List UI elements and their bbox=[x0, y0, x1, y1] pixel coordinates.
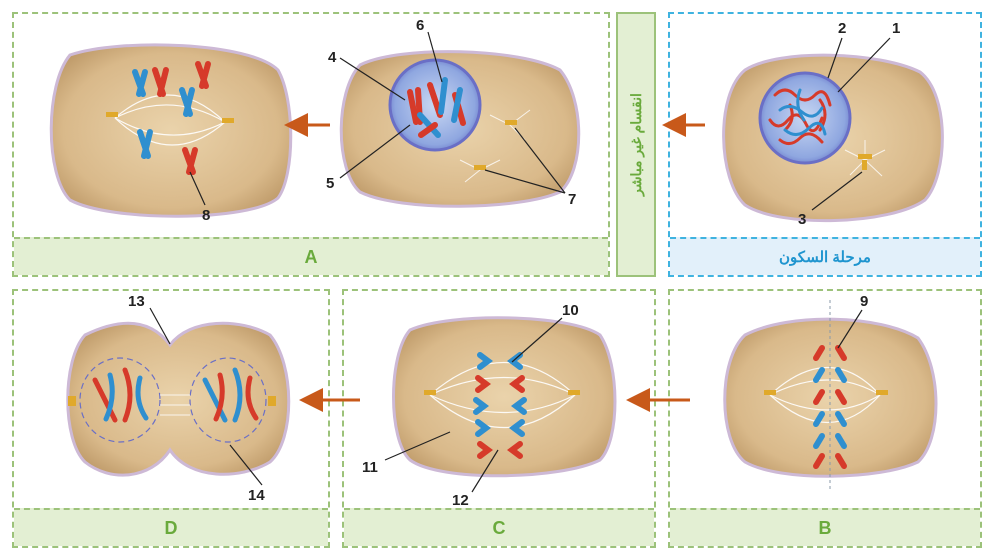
label-11: 11 bbox=[362, 459, 378, 476]
label-6: 6 bbox=[416, 17, 424, 34]
label-7: 7 bbox=[568, 191, 576, 208]
telophase-cell bbox=[68, 323, 289, 475]
label-1: 1 bbox=[892, 20, 900, 37]
label-12: 12 bbox=[452, 492, 469, 509]
interphase-cell bbox=[724, 55, 943, 220]
label-14: 14 bbox=[248, 487, 265, 504]
label-10: 10 bbox=[562, 302, 579, 319]
prometaphase-cell bbox=[51, 45, 291, 216]
label-13: 13 bbox=[128, 293, 145, 310]
prophase-cell bbox=[341, 52, 579, 207]
label-3: 3 bbox=[798, 211, 806, 228]
label-5: 5 bbox=[326, 175, 334, 192]
label-2: 2 bbox=[838, 20, 846, 37]
interphase-nucleus bbox=[760, 73, 850, 163]
metaphase-cell bbox=[725, 300, 936, 490]
label-8: 8 bbox=[202, 207, 210, 224]
label-9: 9 bbox=[860, 293, 868, 310]
label-4: 4 bbox=[328, 49, 337, 66]
anaphase-cell bbox=[394, 318, 616, 476]
